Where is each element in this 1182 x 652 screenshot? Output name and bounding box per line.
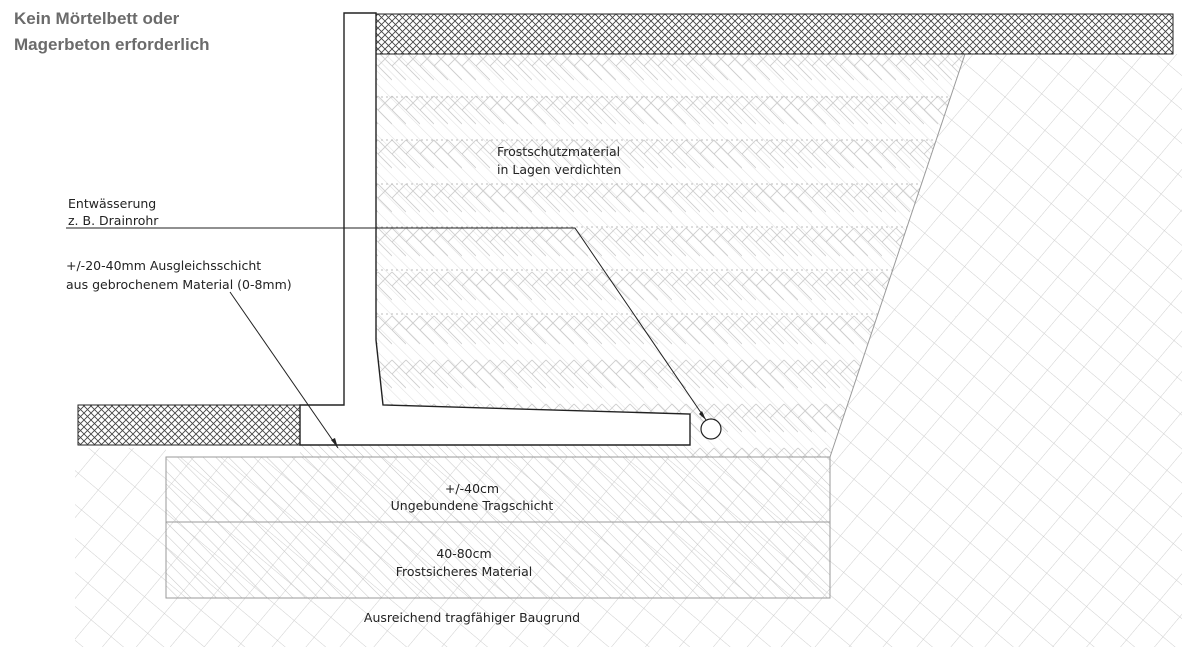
base-course-label-line-1: +/-40cm: [445, 481, 499, 496]
frost-protection-backfill: [376, 53, 966, 458]
leveling-layer: [300, 445, 690, 457]
frost-safe-label-line-1: 40-80cm: [436, 546, 491, 561]
frost-safe-label-line-2: Frostsicheres Material: [396, 564, 533, 579]
unbound-base-course: [165, 456, 831, 523]
base-course-label-line-2: Ungebundene Tragschicht: [391, 498, 554, 513]
leader-lines: [66, 227, 707, 449]
frost-safe-layer: [165, 521, 831, 599]
drain-leader: [66, 227, 707, 421]
frost-label-line-2: in Lagen verdichten: [497, 162, 621, 177]
leveling-leader: [229, 291, 339, 449]
drain-label-line-2: z. B. Drainrohr: [68, 213, 159, 228]
drain-arrow-icon: [699, 411, 706, 420]
drain-label-line-1: Entwässerung: [68, 196, 156, 211]
l-retaining-wall: [299, 12, 691, 446]
front-surface-layer: [77, 404, 301, 446]
leveling-label-line-1: +/-20-40mm Ausgleichsschicht: [66, 258, 261, 273]
leveling-label-line-2: aus gebrochenem Material (0-8mm): [66, 277, 292, 292]
diagram-heading: Kein Mörtelbett oder Magerbeton erforder…: [14, 6, 210, 58]
leveling-arrow-icon: [331, 438, 338, 448]
ground-label: Ausreichend tragfähiger Baugrund: [364, 610, 580, 625]
top-surface-layer: [375, 13, 1174, 55]
heading-line-2: Magerbeton erforderlich: [14, 35, 210, 54]
heading-line-1: Kein Mörtelbett oder: [14, 9, 180, 28]
frost-label-line-1: Frostschutzmaterial: [497, 144, 620, 159]
drain-pipe: [700, 418, 722, 440]
